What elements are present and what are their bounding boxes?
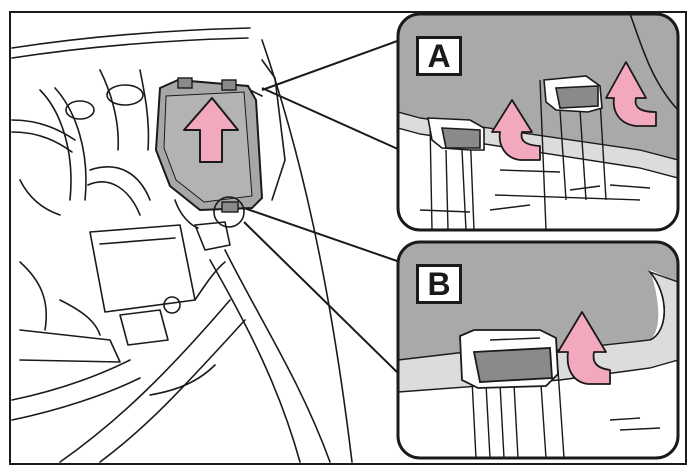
callout-label-a: A — [416, 36, 462, 76]
callout-label-b: B — [416, 264, 462, 304]
